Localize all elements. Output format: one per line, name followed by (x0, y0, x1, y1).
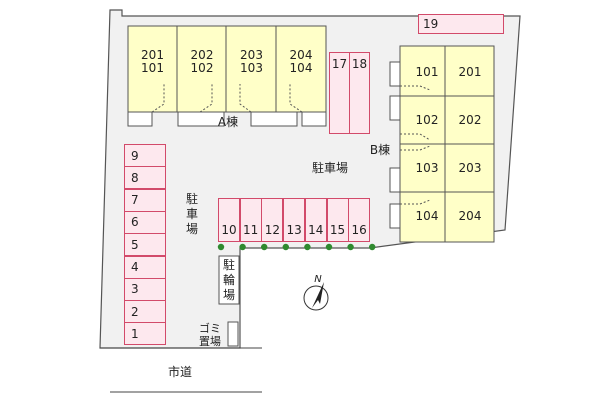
parking-slot-5: 5 (124, 233, 166, 257)
parking-slot-1: 1 (124, 322, 166, 346)
building-b-unit-left: 104 (415, 209, 439, 223)
parking-slot-4: 4 (124, 255, 166, 279)
unit-number-lower: 102 (190, 61, 214, 75)
unit-number-upper: 201 (141, 48, 164, 62)
unit-number-upper: 204 (289, 48, 313, 62)
building-b-unit-right: 204 (458, 209, 482, 223)
parking-slot-14: 14 (304, 198, 327, 242)
compass-icon (303, 282, 329, 311)
unit-number-lower: 101 (141, 61, 164, 75)
building-b-unit-left: 103 (415, 161, 439, 175)
building-a (127, 25, 327, 127)
building-b-unit-right: 202 (458, 113, 482, 127)
hedge-shrub (282, 243, 289, 251)
building-b-unit-left: 101 (415, 65, 439, 79)
garbage-area-box (227, 321, 239, 347)
parking-side-label: 駐車場 (185, 192, 198, 236)
building-b (389, 45, 495, 243)
parking-slot-17: 17 (329, 52, 350, 134)
parking-slot-8: 8 (124, 166, 166, 190)
parking-slot-7: 7 (124, 188, 166, 212)
building-b-unit-left: 102 (415, 113, 439, 127)
compass-label: N (314, 274, 322, 285)
parking-slot-13: 13 (283, 198, 306, 242)
building-a-label: A棟 (217, 115, 239, 129)
hedge-shrub (239, 243, 246, 251)
parking-slot-9: 9 (124, 144, 166, 167)
parking-slot-15: 15 (326, 198, 349, 242)
hedge-row (217, 243, 376, 251)
garbage-label: ゴミ置場 (199, 322, 221, 348)
road-label: 市道 (167, 365, 192, 379)
parking-slot-11: 11 (239, 198, 262, 242)
building-b-unit-right: 201 (458, 65, 482, 79)
hedge-shrub (261, 243, 268, 251)
hedge-shrub (325, 243, 333, 251)
unit-number-upper: 203 (240, 48, 263, 62)
hedge-shrub (347, 243, 354, 251)
building-b-label: B棟 (369, 143, 391, 157)
parking-main-label: 駐車場 (311, 161, 348, 175)
parking-slot-3: 3 (124, 277, 166, 301)
parking-slot-6: 6 (124, 210, 166, 234)
bicycle-label: 駐輪場 (222, 258, 235, 302)
parking-slot-18: 18 (349, 52, 370, 134)
hedge-shrub (369, 243, 376, 251)
unit-number-lower: 104 (289, 61, 313, 75)
bicycle-parking (218, 255, 240, 305)
parking-slot-12: 12 (261, 198, 284, 242)
parking-slot-16: 16 (348, 198, 371, 242)
hedge-shrub (217, 243, 225, 251)
parking-slot-2: 2 (124, 300, 166, 324)
hedge-shrub (304, 243, 311, 251)
parking-slot-10: 10 (218, 198, 240, 242)
unit-number-lower: 103 (240, 61, 263, 75)
unit-number-upper: 202 (190, 48, 214, 62)
building-b-unit-right: 203 (458, 161, 482, 175)
parking-slot-19: 19 (418, 14, 504, 34)
